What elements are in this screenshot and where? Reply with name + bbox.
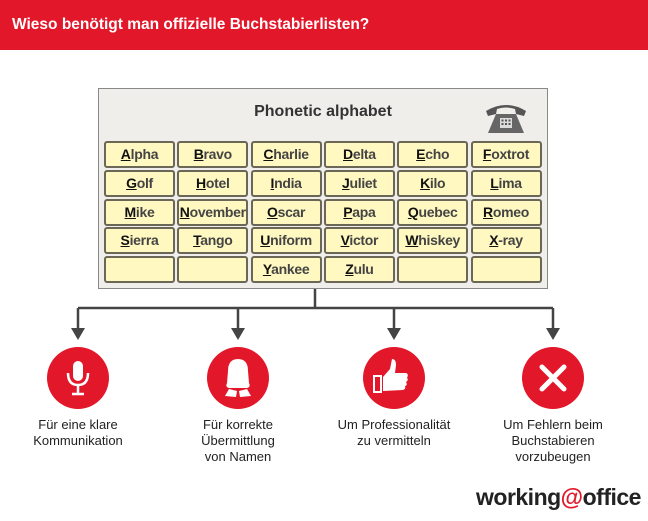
alphabet-cell: Kilo <box>397 169 469 197</box>
alphabet-cell: X-ray <box>470 227 542 255</box>
alphabet-cell: Golf <box>104 169 175 197</box>
alphabet-cell <box>104 256 175 284</box>
alphabet-cell: Echo <box>397 141 469 168</box>
alphabet-cell: Hotel <box>177 169 249 197</box>
alphabet-cell: Alpha <box>104 141 175 168</box>
alphabet-cell: Whiskey <box>397 227 469 255</box>
alphabet-cell: Yankee <box>250 256 322 284</box>
working-office-logo: working@office <box>476 484 641 510</box>
alphabet-cell: India <box>250 169 322 197</box>
alphabet-cell: Charlie <box>250 141 322 168</box>
alphabet-cell: Sierra <box>104 227 175 255</box>
thumbs-up-icon <box>363 347 425 409</box>
alphabet-cell: Bravo <box>177 141 249 168</box>
alphabet-cell: November <box>177 198 249 226</box>
person-icon <box>207 347 269 409</box>
alphabet-cell: Mike <box>104 198 175 226</box>
alphabet-cell <box>397 256 469 284</box>
alphabet-cell: Foxtrot <box>470 141 542 168</box>
alphabet-cell: Oscar <box>250 198 322 226</box>
alphabet-cell: Lima <box>470 169 542 197</box>
alphabet-cell <box>177 256 249 284</box>
alphabet-cell: Quebec <box>397 198 469 226</box>
alphabet-cell: Uniform <box>250 227 322 255</box>
x-icon <box>522 347 584 409</box>
page-title: Wieso benötigt man offizielle Buchstabie… <box>0 0 648 50</box>
panel-title: Phonetic alphabet <box>254 103 392 120</box>
alphabet-cell: Delta <box>323 141 395 168</box>
alphabet-cell: Romeo <box>470 198 542 226</box>
alphabet-cell: Juliet <box>323 169 395 197</box>
telephone-icon <box>486 105 526 133</box>
alphabet-cell <box>470 256 542 284</box>
alphabet-cell: Victor <box>323 227 395 255</box>
alphabet-cell: Zulu <box>323 256 395 284</box>
alphabet-cell: Tango <box>177 227 249 255</box>
microphone-icon <box>47 347 109 409</box>
alphabet-cell: Papa <box>323 198 395 226</box>
